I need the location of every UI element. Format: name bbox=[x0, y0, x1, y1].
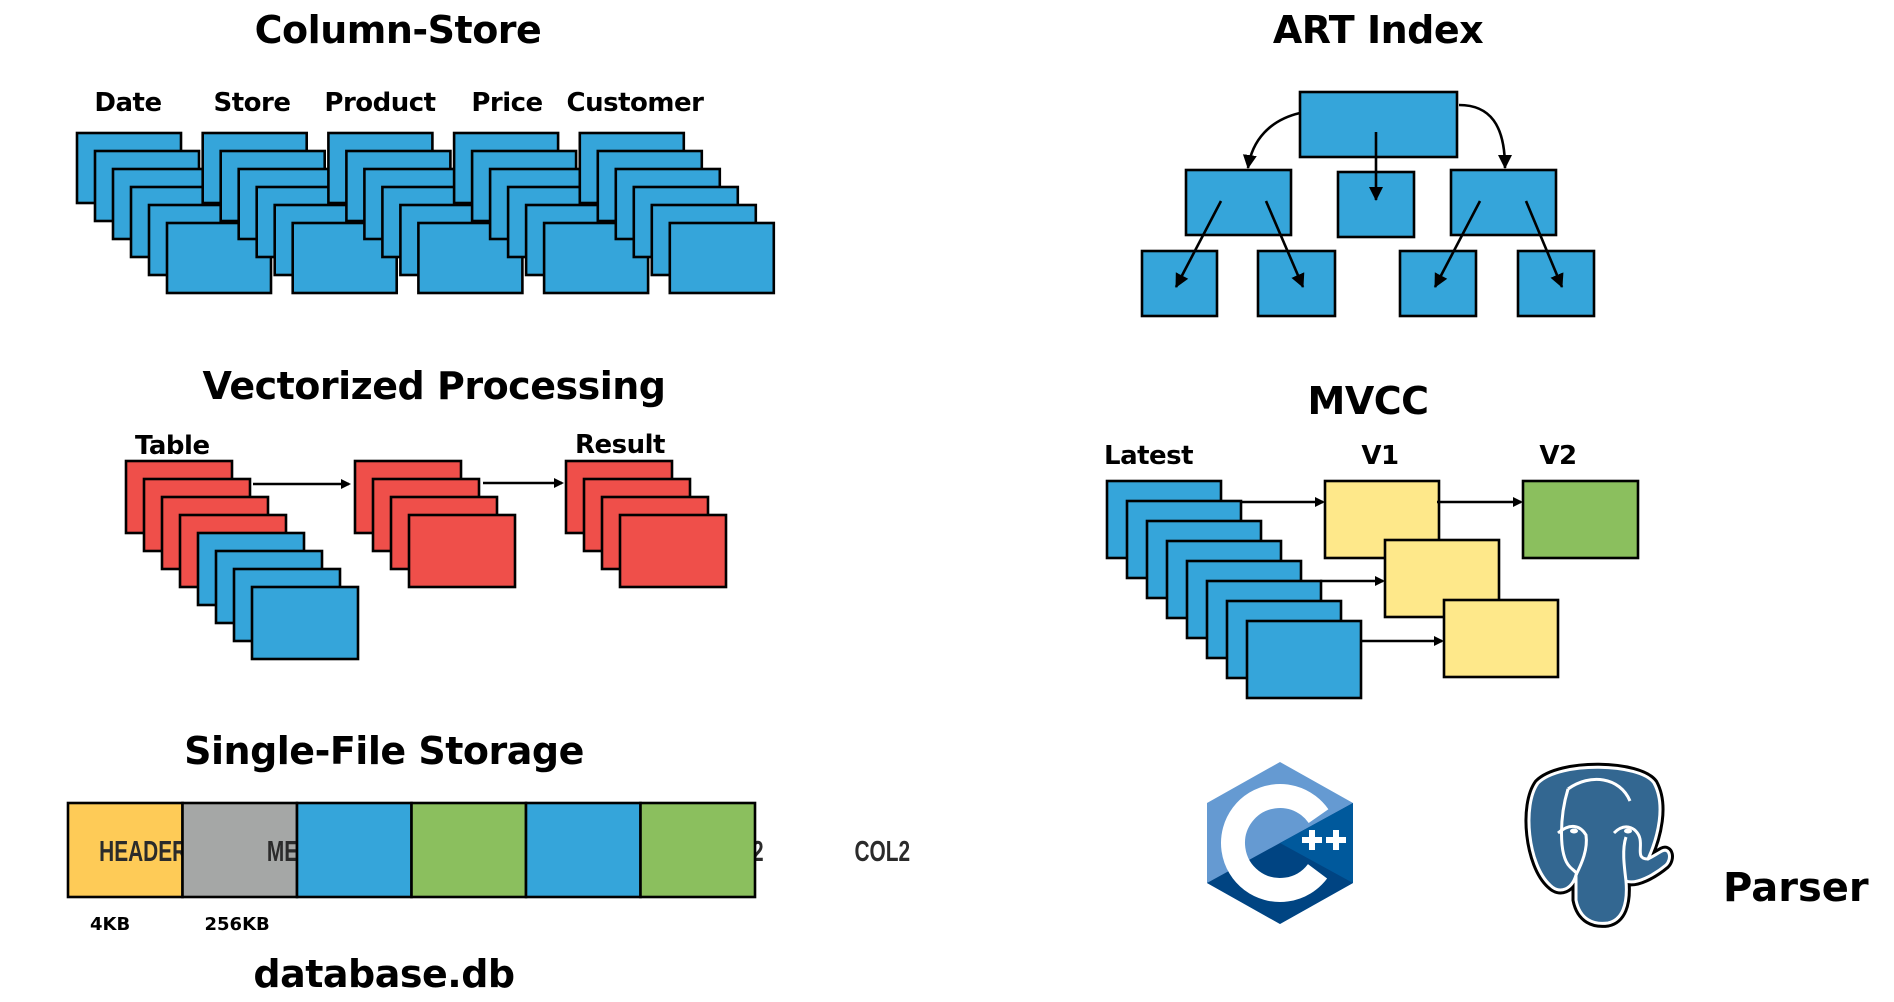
storage-segment-label: COL2 bbox=[854, 836, 910, 868]
column-store-title: Column-Store bbox=[255, 8, 542, 52]
art-index-title: ART Index bbox=[1273, 8, 1483, 52]
latest-label: Latest bbox=[1104, 441, 1193, 471]
art-index-section: ART Index bbox=[1140, 8, 1596, 318]
latest-version-card bbox=[1245, 619, 1363, 700]
storage-segment-col1 bbox=[295, 801, 413, 899]
storage-segment-col2 bbox=[524, 801, 642, 899]
v1-label: V1 bbox=[1361, 441, 1398, 471]
vector-card-result bbox=[618, 513, 728, 589]
storage-bar: HEADER4KBMETA256KBCOL1COL2COL2COL2 bbox=[66, 801, 910, 935]
art-edge-root-right bbox=[1458, 103, 1512, 169]
column-label-price: Price bbox=[471, 88, 542, 118]
version-v1-node bbox=[1442, 598, 1560, 679]
column-label-customer: Customer bbox=[567, 88, 705, 118]
storage-title: Single-File Storage bbox=[184, 729, 584, 773]
parser-label: Parser bbox=[1723, 865, 1869, 911]
latest-card-stack bbox=[1105, 479, 1363, 700]
storage-segment-meta bbox=[181, 801, 299, 899]
version-v2-node bbox=[1521, 479, 1640, 560]
art-leaf-node bbox=[1516, 249, 1596, 318]
column-label-product: Product bbox=[324, 88, 435, 118]
art-edge-root-left bbox=[1242, 111, 1301, 169]
art-edge bbox=[1264, 200, 1305, 288]
art-leaf-node bbox=[1140, 249, 1219, 318]
result-label: Result bbox=[575, 430, 665, 460]
cpp-logo-icon bbox=[1207, 762, 1353, 924]
art-inner-node-left bbox=[1184, 168, 1293, 237]
vectorized-processing-section: Vectorized Processing Table Result bbox=[124, 364, 728, 661]
column-label-store: Store bbox=[214, 88, 291, 118]
vector-card-stacks bbox=[124, 459, 728, 661]
column-store-section: Column-Store Date Store Product Price Custom… bbox=[75, 8, 776, 295]
column-labels: Date Store Product Price Customer bbox=[94, 88, 704, 118]
storage-segment-col2 bbox=[410, 801, 528, 899]
filename-label: database.db bbox=[253, 952, 514, 996]
v2-label: V2 bbox=[1539, 441, 1576, 471]
storage-segment-size: 256KB bbox=[205, 914, 270, 935]
art-edge bbox=[1524, 200, 1564, 288]
column-label-date: Date bbox=[94, 88, 161, 118]
art-edge bbox=[1174, 200, 1223, 288]
column-card-stacks bbox=[75, 131, 776, 295]
storage-segment-label: HEADER bbox=[99, 836, 187, 868]
mvcc-title: MVCC bbox=[1308, 379, 1429, 423]
column-chunk-card bbox=[668, 221, 776, 295]
art-root-node bbox=[1298, 90, 1459, 159]
storage-segment-col2 bbox=[639, 801, 757, 899]
table-label: Table bbox=[135, 431, 210, 461]
mvcc-section: MVCC Latest V1 V2 bbox=[1104, 379, 1640, 700]
storage-segment-size: 4KB bbox=[90, 914, 130, 935]
postgresql-elephant-icon bbox=[1524, 762, 1674, 928]
art-edge bbox=[1433, 200, 1482, 288]
vectorized-processing-title: Vectorized Processing bbox=[203, 364, 666, 408]
vector-card-intermediate bbox=[407, 513, 517, 589]
vector-card-table bbox=[250, 585, 360, 661]
art-leaf-node bbox=[1256, 249, 1337, 318]
single-file-storage-section: Single-File Storage HEADER4KBMETA256KBCO… bbox=[66, 729, 910, 996]
